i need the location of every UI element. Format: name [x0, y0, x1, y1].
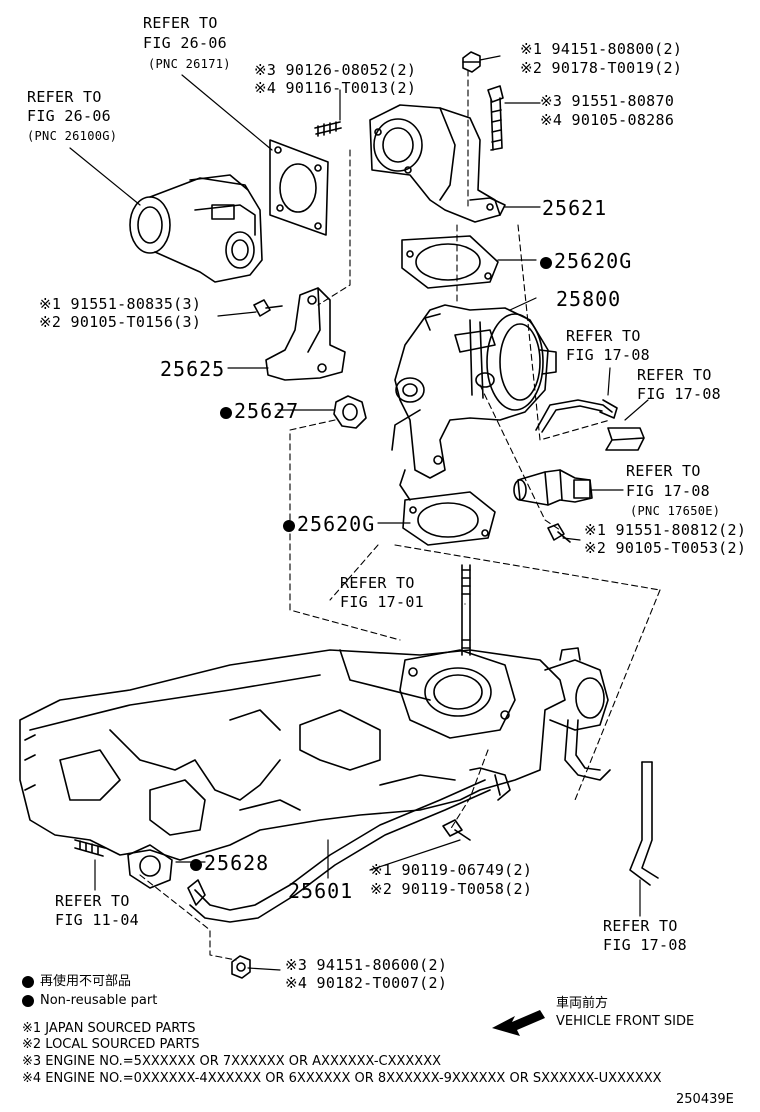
- egr-pipe-upper: [369, 104, 506, 223]
- pnc-label: 25627: [220, 400, 299, 422]
- bolt-91551-80812: [547, 523, 571, 543]
- ref-label-line2: FIG 17-08: [603, 936, 687, 954]
- ref-label-line2: FIG 26-06: [27, 107, 111, 125]
- gasket-25628: [127, 844, 173, 889]
- pnc-label: 25621: [542, 196, 608, 220]
- bolt-90119: [442, 819, 471, 841]
- part-number-label: ※1 94151-80800(2): [520, 40, 683, 58]
- stud-fig-11-04: [74, 839, 106, 857]
- ref-label-line3: (PNC 26100G): [27, 129, 118, 143]
- ref-label-line2: FIG 26-06: [143, 34, 227, 52]
- direction-label-en: VEHICLE FRONT SIDE: [556, 1014, 695, 1029]
- bolt-91551-80870: [487, 85, 504, 151]
- vacuum-switching-valve: [513, 469, 593, 506]
- ref-label-line1: REFER TO: [27, 88, 102, 106]
- part-number-label: ※3 94151-80600(2): [285, 956, 448, 974]
- pnc-label-text: 25627: [234, 399, 300, 423]
- pnc-label: 25620G: [283, 513, 375, 535]
- part-number-label: ※2 90105-T0053(2): [584, 539, 747, 557]
- vacuum-hose-a: [535, 399, 618, 433]
- ref-label-line2: FIG 11-04: [55, 911, 139, 929]
- legend-en-text: Non-reusable part: [40, 993, 158, 1008]
- egr-valve-assembly: [391, 304, 557, 501]
- part-number-label: ※1 91551-80835(3): [39, 295, 202, 313]
- throttle-body: [129, 174, 263, 283]
- gasket-25627: [333, 395, 367, 429]
- non-reusable-dot-icon: [22, 975, 34, 988]
- footnote-2: ※2 LOCAL SOURCED PARTS: [22, 1037, 200, 1052]
- non-reusable-dot-icon: [22, 994, 34, 1007]
- part-number-label: ※3 91551-80870: [540, 92, 675, 110]
- part-number-label: ※4 90116-T0013(2): [254, 79, 417, 97]
- egr-gasket-top: [401, 235, 499, 289]
- hose-clamp: [605, 427, 645, 451]
- stud-90126: [314, 121, 342, 137]
- part-number-label: ※2 90119-T0058(2): [370, 880, 533, 898]
- nut-94151: [462, 51, 481, 73]
- ref-label-line1: REFER TO: [637, 366, 712, 384]
- legend-item-jp: 再使用不可部品: [22, 974, 131, 989]
- pnc-label-text: 25628: [204, 851, 270, 875]
- ref-label-line1: REFER TO: [626, 462, 701, 480]
- pnc-label: 25625: [160, 357, 226, 381]
- pnc-label-text: 25620G: [297, 512, 376, 536]
- ref-label-line2: FIG 17-01: [340, 593, 424, 611]
- part-number-label: ※1 91551-80812(2): [584, 521, 747, 539]
- legend-jp-text: 再使用不可部品: [40, 974, 132, 989]
- pnc-label: 25620G: [540, 250, 632, 272]
- egr-bracket: [265, 287, 346, 381]
- intake-manifold: [19, 649, 566, 861]
- vacuum-hose-b: [629, 761, 659, 886]
- egr-pipe-25601: [187, 767, 511, 923]
- footnote-4: ※4 ENGINE NO.=0XXXXXX-4XXXXXX OR 6XXXXXX…: [22, 1071, 662, 1086]
- part-number-label: ※2 90178-T0019(2): [520, 59, 683, 77]
- footnote-1: ※1 JAPAN SOURCED PARTS: [22, 1021, 196, 1036]
- throttle-gasket: [269, 139, 329, 236]
- figure-id: 250439E: [676, 1092, 734, 1107]
- ref-label-line2: FIG 17-08: [637, 385, 721, 403]
- part-number-label: ※2 90105-T0156(3): [39, 313, 202, 331]
- ref-label-line1: REFER TO: [55, 892, 130, 910]
- front-direction-arrow: [492, 1010, 545, 1036]
- ref-label-line1: REFER TO: [143, 14, 218, 32]
- ref-label-line1: REFER TO: [340, 574, 415, 592]
- part-number-label: ※4 90182-T0007(2): [285, 974, 448, 992]
- legend-item-en: Non-reusable part: [22, 993, 157, 1008]
- nut-94151-80600: [231, 955, 251, 979]
- ref-label-line2: FIG 17-08: [566, 346, 650, 364]
- ref-label-line3: (PNC 17650E): [630, 504, 721, 518]
- pnc-label: 25800: [556, 287, 622, 311]
- ref-label-line1: REFER TO: [603, 917, 678, 935]
- egr-cooler: [544, 647, 611, 781]
- egr-gasket-mid: [402, 491, 496, 546]
- manifold-egr-flange: [399, 649, 516, 739]
- footnote-3: ※3 ENGINE NO.=5XXXXXX OR 7XXXXXX OR AXXX…: [22, 1054, 442, 1069]
- ref-label-line2: FIG 17-08: [626, 482, 710, 500]
- part-number-label: ※4 90105-08286: [540, 111, 675, 129]
- pnc-label-text: 25620G: [554, 249, 633, 273]
- part-number-label: ※3 90126-08052(2): [254, 61, 417, 79]
- ref-label-line3: (PNC 26171): [148, 57, 231, 71]
- direction-label-jp: 車両前方: [556, 996, 609, 1011]
- pnc-label: 25628: [190, 852, 269, 874]
- part-number-label: ※1 90119-06749(2): [370, 861, 533, 879]
- stud-fig-17-01: [461, 564, 471, 656]
- pnc-label: 25601: [288, 879, 354, 903]
- bolt-91551-80835: [253, 299, 283, 317]
- ref-label-line1: REFER TO: [566, 327, 641, 345]
